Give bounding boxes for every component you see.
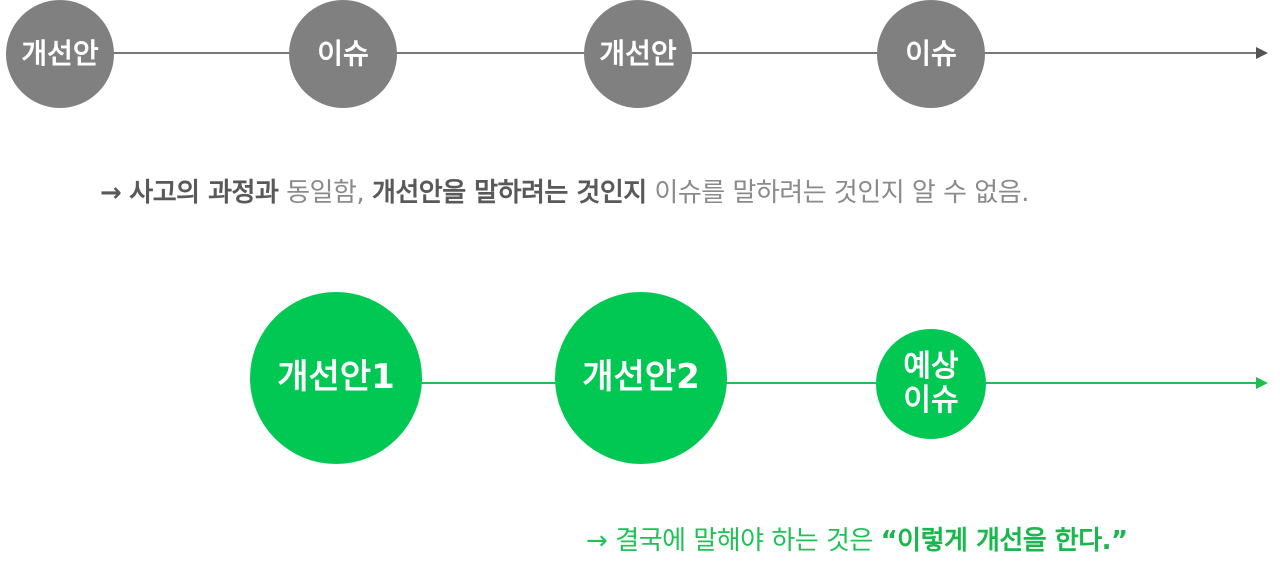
top-node-label: 개선안 — [21, 36, 99, 70]
right-arrow-icon: → — [100, 178, 122, 208]
top-node-label: 이슈 — [317, 36, 369, 70]
bottom-timeline-arrowhead — [1256, 377, 1268, 389]
bottom-caption-strong-1: “이렇게 개선을 한다.” — [880, 526, 1129, 556]
top-timeline-arrowhead — [1256, 47, 1268, 59]
top-node-label: 개선안 — [599, 36, 677, 70]
top-caption-plain-2: 이슈를 말하려는 것인지 알 수 없음. — [646, 178, 1029, 208]
top-caption: →사고의 과정과 동일함, 개선안을 말하려는 것인지 이슈를 말하려는 것인지… — [100, 172, 1029, 209]
bottom-timeline-line — [300, 382, 1258, 384]
bottom-node-label: 개선안2 — [582, 357, 700, 398]
right-arrow-icon: → — [586, 526, 608, 556]
top-node-issue-1: 이슈 — [289, 0, 397, 108]
top-node-improvement-2: 개선안 — [584, 0, 692, 108]
top-caption-plain-1: 동일함, — [278, 178, 372, 208]
bottom-node-expected-issue: 예상 이슈 — [876, 329, 986, 439]
top-node-issue-2: 이슈 — [877, 0, 985, 108]
top-node-label: 이슈 — [905, 36, 957, 70]
bottom-caption: →결국에 말해야 하는 것은 “이렇게 개선을 한다.” — [586, 520, 1128, 557]
top-node-improvement-1: 개선안 — [6, 0, 114, 108]
bottom-node-improvement-1: 개선안1 — [250, 292, 422, 464]
bottom-node-improvement-2: 개선안2 — [555, 292, 727, 464]
bottom-caption-plain-1: 결국에 말해야 하는 것은 — [615, 526, 881, 556]
bottom-node-label: 예상 이슈 — [903, 348, 959, 418]
bottom-node-label: 개선안1 — [277, 357, 395, 398]
top-caption-strong-2: 개선안을 말하려는 것인지 — [371, 178, 647, 208]
top-caption-strong-1: 사고의 과정과 — [129, 178, 279, 208]
